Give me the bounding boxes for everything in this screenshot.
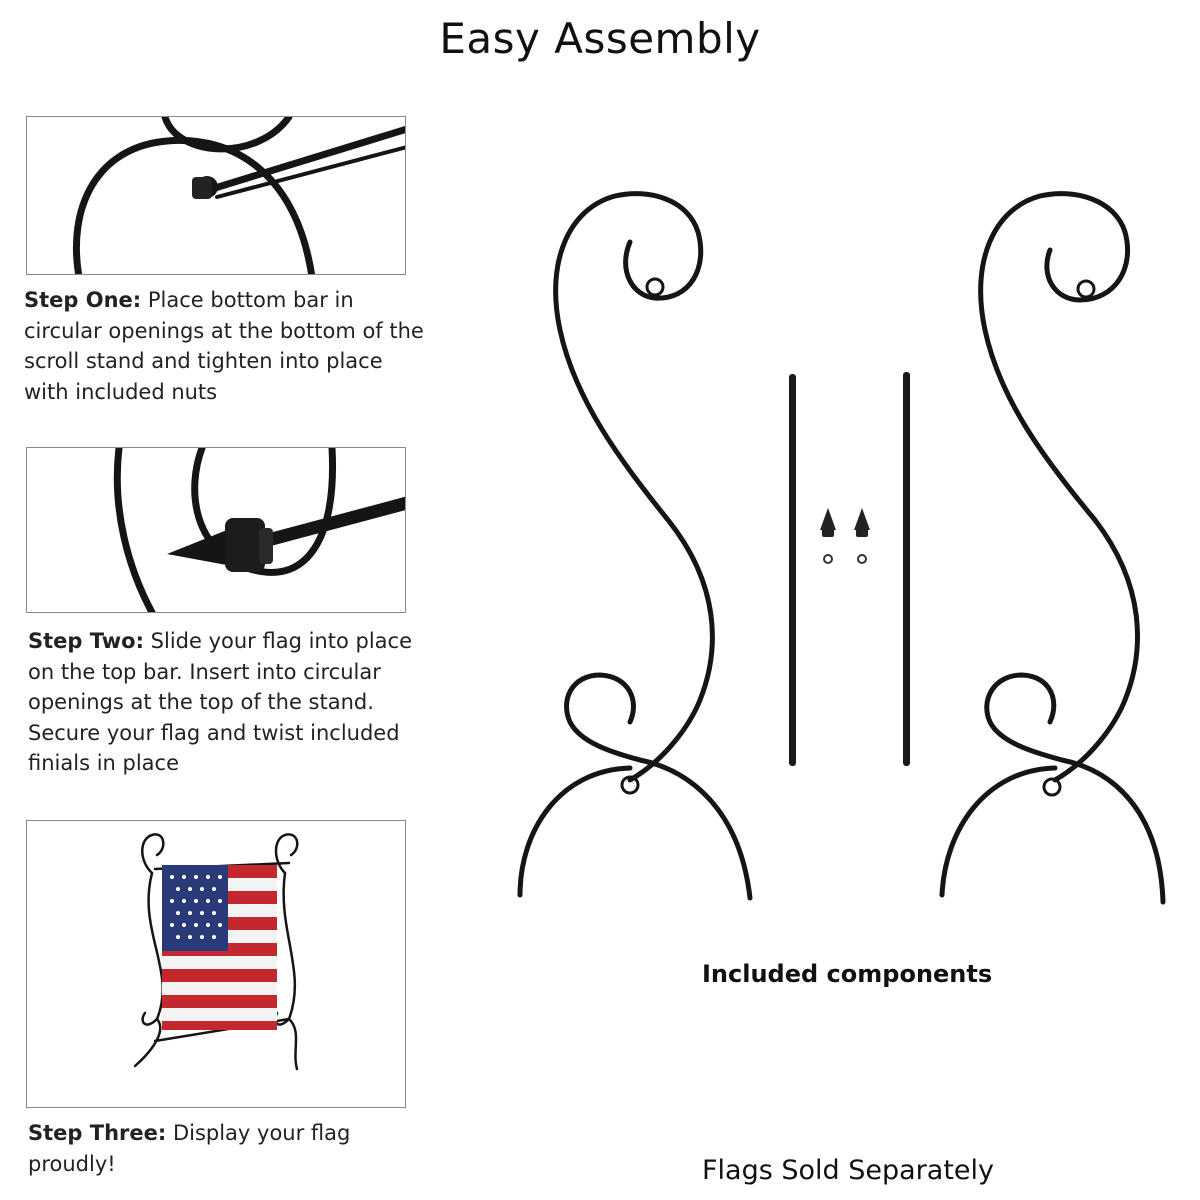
- step-one-text: Step One: Place bottom bar in circular o…: [24, 288, 424, 404]
- finials: [820, 508, 870, 537]
- page-title: Easy Assembly: [439, 14, 761, 63]
- step-three-photo: [26, 820, 406, 1108]
- included-components-illustration: [517, 191, 1166, 905]
- top-bar: [903, 372, 910, 766]
- nuts: [823, 554, 867, 564]
- left-scroll-side: [553, 191, 715, 783]
- step-two-text: Step Two: Slide your flag into place on …: [28, 629, 412, 775]
- step-one-photo: [26, 116, 406, 275]
- components-caption: Included components: [702, 960, 993, 988]
- step-two-photo: [26, 447, 406, 613]
- flags-sold-separately-note: Flags Sold Separately: [702, 1155, 995, 1186]
- bottom-bar: [789, 374, 796, 766]
- step-three-text: Step Three: Display your flag proudly!: [28, 1121, 351, 1176]
- right-scroll-side: [978, 191, 1140, 783]
